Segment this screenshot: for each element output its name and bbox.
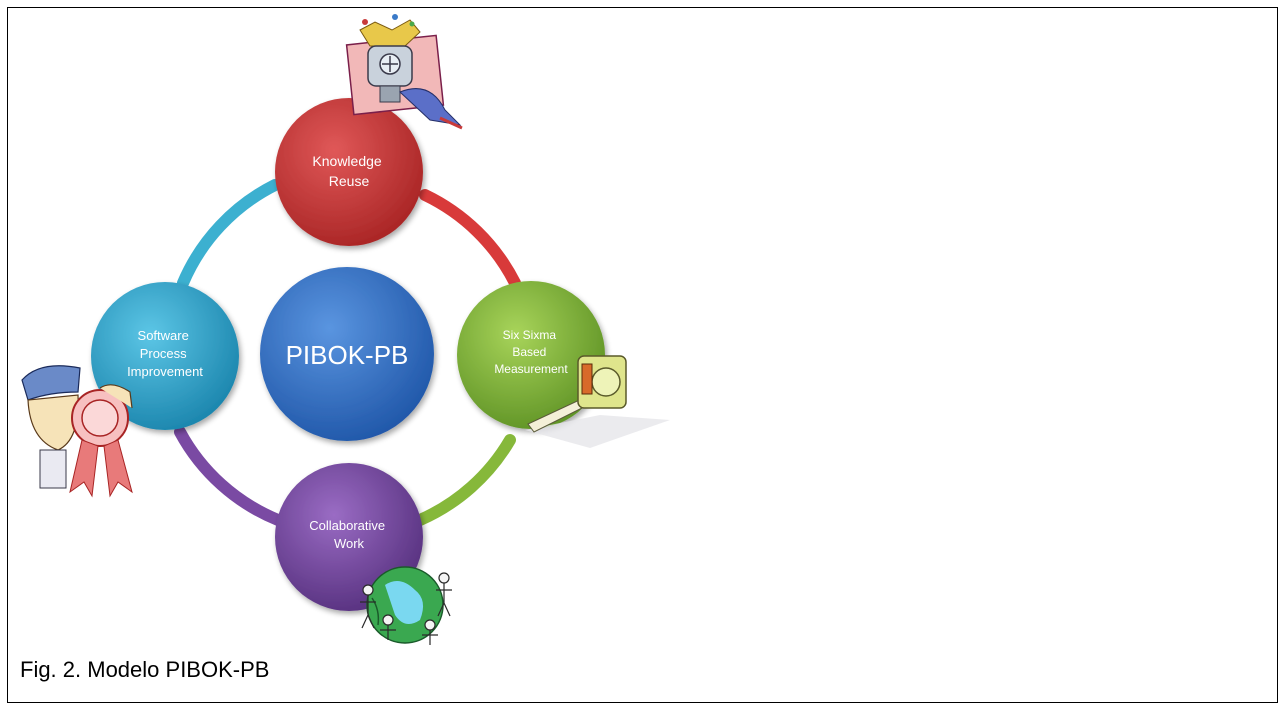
node-six-sixma-line-2: Based <box>512 345 546 359</box>
node-software-line-3: Improvement <box>127 364 203 379</box>
node-software-line-2: Process <box>140 346 187 361</box>
svg-text:Knowledge Reuse: Knowledge Reuse <box>312 153 385 189</box>
svg-text:Six Sixma Based Me: Six Sixma Based Measurement <box>494 328 568 376</box>
node-six-sixma: Six Sixma Based Measurement <box>457 281 605 429</box>
node-collaborative-line-2: Work <box>334 536 365 551</box>
ring-arc-bottom-right <box>414 434 516 526</box>
figure-caption: Fig. 2. Modelo PIBOK-PB <box>20 657 270 682</box>
node-six-sixma-line-3: Measurement <box>494 362 568 376</box>
globe-people-icon <box>360 566 452 645</box>
svg-text:Collaborative Work: Collaborative Work <box>309 518 389 551</box>
node-software-line-1: Software <box>138 328 189 343</box>
center-node: PIBOK-PB <box>260 267 434 441</box>
node-knowledge-reuse-line-2: Reuse <box>329 173 370 189</box>
node-six-sixma-line-1: Six Sixma <box>503 328 557 342</box>
svg-text:Software Process I: Software Process Improvement <box>127 328 203 379</box>
node-knowledge-reuse-line-1: Knowledge <box>312 153 381 169</box>
ring-arc-top-left <box>177 179 281 289</box>
award-ribbon-icon <box>21 365 133 498</box>
node-collaborative-line-1: Collaborative <box>309 518 385 533</box>
connecting-ring <box>174 179 521 526</box>
machine-icon <box>345 14 463 130</box>
node-knowledge-reuse: Knowledge Reuse <box>275 98 423 246</box>
ring-arc-bottom-left <box>174 426 284 526</box>
tape-measure-icon <box>525 355 670 448</box>
center-label: PIBOK-PB <box>286 340 409 370</box>
ring-arc-top-right <box>419 189 521 289</box>
